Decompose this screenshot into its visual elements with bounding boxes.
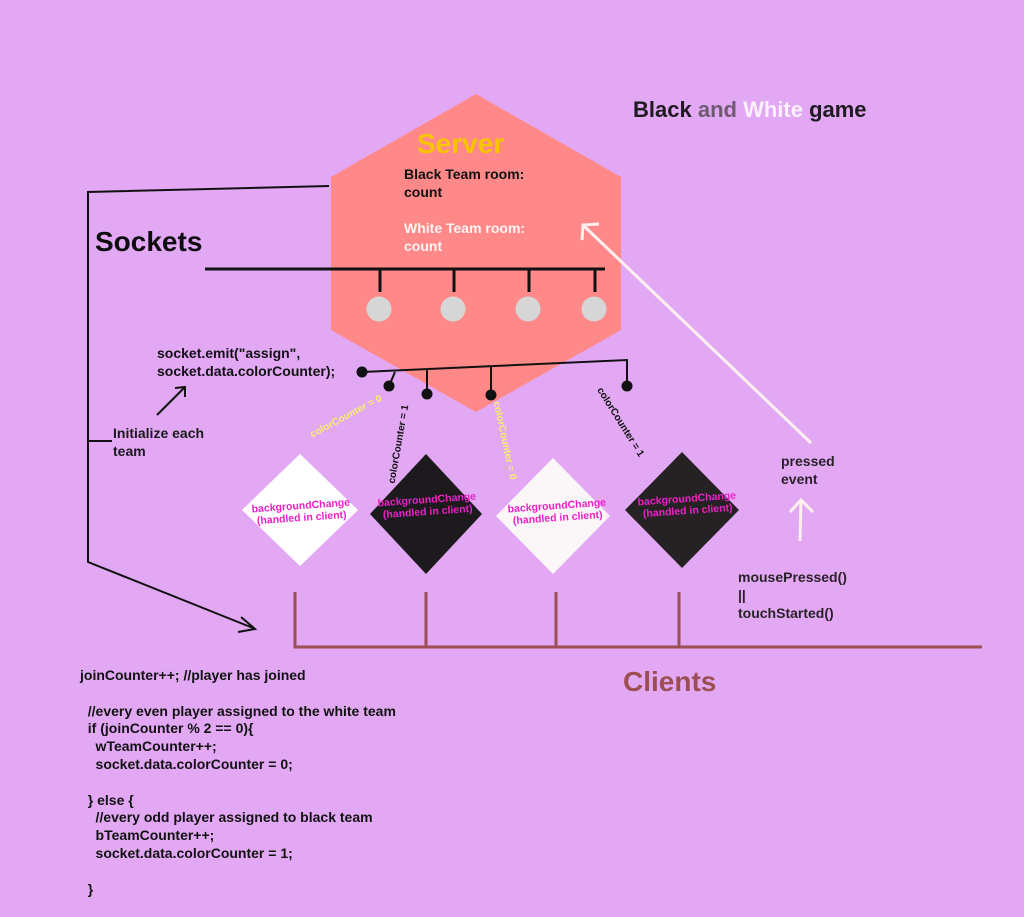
pressed-to-server-arrow — [582, 224, 813, 445]
client-node-diamond — [625, 452, 739, 568]
emit-tap-dot — [621, 380, 633, 392]
socket-dot — [515, 296, 541, 322]
title-black: Black — [633, 97, 698, 122]
black-team-room-count: Black Team room: count — [404, 166, 525, 200]
join-counter-code: joinCounter++; //player has joined //eve… — [80, 667, 396, 897]
socket-dot — [440, 296, 466, 322]
diagram-title: Black and White game — [633, 97, 867, 123]
input-to-pressed-arrow — [798, 500, 803, 542]
title-white: White — [743, 97, 810, 122]
title-and: and — [697, 97, 744, 122]
socket-dot — [581, 296, 607, 322]
input-to-pressed-arrowhead — [788, 497, 815, 514]
white-team-room-count: White Team room: count — [404, 220, 526, 254]
socket-taps — [366, 269, 607, 322]
title-game: game — [809, 97, 867, 122]
clients-bus — [293, 592, 982, 649]
emit-origin-dot — [356, 366, 368, 378]
sockets-label: Sockets — [95, 226, 203, 257]
init-flow-line — [87, 185, 330, 629]
pressed-event-label: pressed event — [781, 453, 835, 487]
client-node-diamond — [370, 454, 482, 574]
socket-dot — [366, 296, 392, 322]
input-handlers-label: mousePressed() || touchStarted() — [738, 569, 847, 621]
emit-tap-dot — [421, 388, 433, 400]
emit-tap-dot — [383, 380, 395, 392]
clients-label: Clients — [623, 666, 717, 697]
client-node-diamond — [242, 454, 358, 566]
emit-tap-dot — [485, 389, 497, 401]
init-flow-arrowhead — [237, 616, 258, 633]
server-hexagon — [331, 94, 621, 412]
server-label: Server — [417, 128, 505, 159]
emit-code: socket.emit("assign", socket.data.colorC… — [157, 345, 336, 379]
emit-bus — [361, 358, 628, 373]
pressed-to-server-arrowhead — [580, 222, 600, 241]
initialize-label: Initialize each team — [113, 425, 205, 459]
client-node-diamond — [496, 458, 610, 574]
init-arrow — [156, 387, 185, 416]
init-arrowhead — [174, 385, 186, 397]
